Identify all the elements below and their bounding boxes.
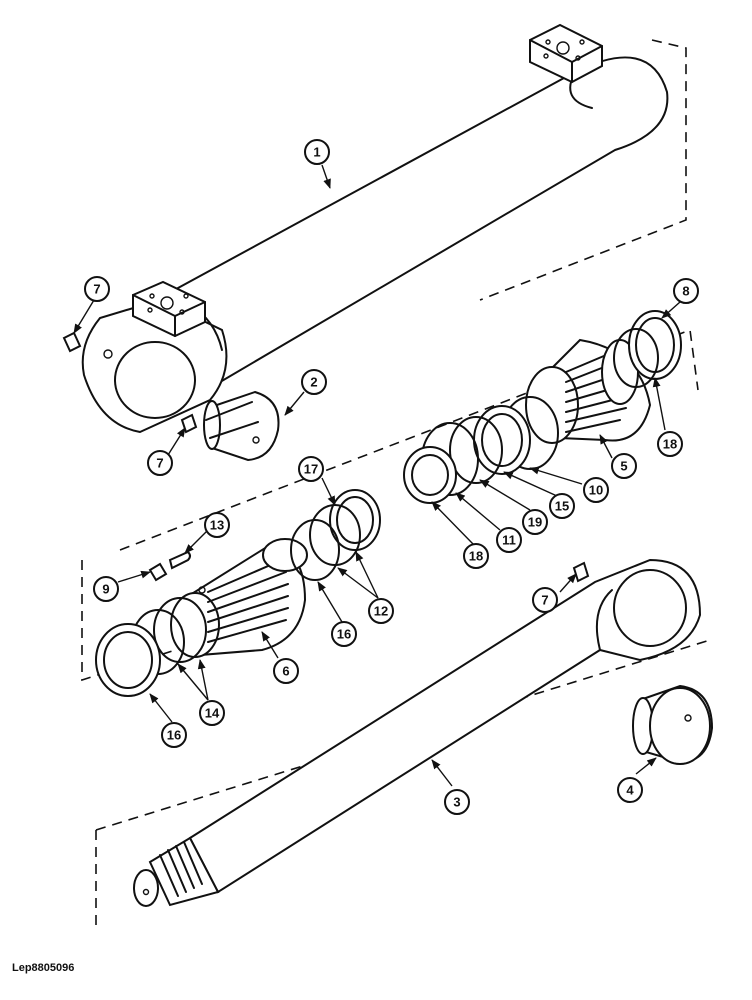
svg-text:14: 14 <box>205 706 220 721</box>
svg-text:15: 15 <box>555 499 569 514</box>
callout: 9 <box>93 576 119 602</box>
svg-text:10: 10 <box>589 483 603 498</box>
piston-rod <box>133 558 702 907</box>
callout: 15 <box>549 493 575 519</box>
svg-text:13: 13 <box>210 518 224 533</box>
rod-eye-bushing <box>632 684 714 765</box>
piston-rings-group-c <box>95 597 207 697</box>
bushing <box>203 390 280 462</box>
callout: 19 <box>522 509 548 535</box>
callout: 5 <box>611 453 637 479</box>
svg-text:18: 18 <box>663 437 677 452</box>
drawing-reference: Lep8805096 <box>12 962 75 974</box>
svg-text:7: 7 <box>541 593 548 608</box>
svg-text:3: 3 <box>453 795 460 810</box>
gland-seals <box>613 310 682 388</box>
grease-nipple <box>62 331 590 583</box>
set-screw-and-pin <box>148 550 191 582</box>
svg-text:17: 17 <box>304 462 318 477</box>
callout: 8 <box>673 278 699 304</box>
callout: 1 <box>304 139 330 165</box>
svg-text:8: 8 <box>682 284 689 299</box>
svg-text:6: 6 <box>282 664 289 679</box>
callout: 3 <box>444 789 470 815</box>
svg-text:1: 1 <box>313 145 320 160</box>
callout: 4 <box>617 777 643 803</box>
callout: 18 <box>463 543 489 569</box>
callout: 16 <box>331 621 357 647</box>
svg-text:12: 12 <box>374 604 388 619</box>
svg-text:16: 16 <box>167 728 181 743</box>
svg-text:2: 2 <box>310 375 317 390</box>
svg-text:19: 19 <box>528 515 542 530</box>
callout: 14 <box>199 700 225 726</box>
callout: 7 <box>84 276 110 302</box>
svg-text:18: 18 <box>469 549 483 564</box>
piston <box>170 538 308 658</box>
leader-lines <box>73 164 681 787</box>
svg-text:9: 9 <box>102 582 109 597</box>
callout: 11 <box>496 527 522 553</box>
svg-text:11: 11 <box>502 533 516 548</box>
svg-text:4: 4 <box>626 783 634 798</box>
callout: 2 <box>301 369 327 395</box>
callout: 12 <box>368 598 394 624</box>
callout: 18 <box>657 431 683 457</box>
callout: 17 <box>298 456 324 482</box>
callout: 6 <box>273 658 299 684</box>
callout: 13 <box>204 512 230 538</box>
cylinder-barrel <box>81 23 669 434</box>
callout: 7 <box>147 450 173 476</box>
callout: 10 <box>583 477 609 503</box>
svg-text:7: 7 <box>156 456 163 471</box>
svg-text:16: 16 <box>337 627 351 642</box>
rod-guide <box>525 338 652 444</box>
piston-rings-group-b <box>290 489 381 581</box>
svg-text:5: 5 <box>620 459 627 474</box>
piston-rings-group-a <box>403 396 559 504</box>
svg-text:7: 7 <box>93 282 100 297</box>
callout: 7 <box>532 587 558 613</box>
callout: 16 <box>161 722 187 748</box>
